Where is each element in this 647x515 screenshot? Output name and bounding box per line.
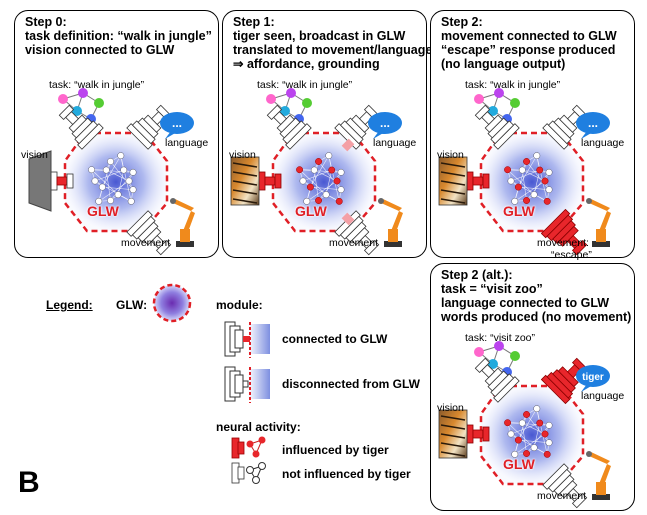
task-label: task: “walk in jungle” bbox=[465, 79, 561, 91]
movement-module bbox=[126, 210, 172, 256]
task-module bbox=[474, 357, 520, 403]
task-module bbox=[266, 104, 312, 150]
glw-label: GLW bbox=[503, 203, 535, 219]
legend-connected-module bbox=[224, 321, 270, 358]
legend-disconnected-module bbox=[224, 366, 270, 403]
language-module bbox=[334, 104, 380, 150]
task-module bbox=[474, 104, 520, 150]
title-line: Step 2: bbox=[441, 15, 483, 29]
task-module bbox=[58, 104, 104, 150]
task-label: task: “walk in jungle” bbox=[257, 79, 353, 91]
panel-step2alt: Step 2 (alt.):task = “visit zoo”language… bbox=[430, 263, 635, 511]
title-line: ⇒ affordance, grounding bbox=[233, 57, 380, 71]
speech-bubble bbox=[160, 112, 194, 134]
legend-not-influenced-neural bbox=[231, 462, 266, 484]
task-label: task: “visit zoo” bbox=[465, 332, 536, 344]
title-line: words produced (no movement) bbox=[441, 310, 632, 324]
task-label: task: “walk in jungle” bbox=[49, 79, 145, 91]
glw-diagram: ... bbox=[438, 88, 611, 256]
legend-influenced-neural bbox=[231, 436, 266, 459]
legend-connected: connected to GLW bbox=[282, 332, 388, 346]
title-line: “escape” response produced bbox=[441, 43, 616, 57]
title-line: Step 2 (alt.): bbox=[441, 268, 513, 282]
panel-letter: B bbox=[18, 466, 40, 499]
tiger-image bbox=[438, 156, 468, 206]
task-graph bbox=[266, 88, 312, 124]
glw-network bbox=[88, 152, 137, 205]
panel-title: Step 2:movement connected to GLW“escape”… bbox=[441, 15, 617, 71]
bubble-text: tiger bbox=[582, 372, 604, 383]
language-module bbox=[542, 104, 588, 150]
title-line: Step 1: bbox=[233, 15, 275, 29]
legend-influenced: influenced by tiger bbox=[282, 443, 389, 457]
robot-arm-icon bbox=[378, 198, 403, 247]
title-line: movement connected to GLW bbox=[441, 29, 617, 43]
legend-glw-label: GLW: bbox=[116, 298, 148, 312]
glw-label: GLW bbox=[503, 456, 535, 472]
speech-bubble bbox=[368, 112, 402, 134]
robot-arm-icon bbox=[586, 198, 611, 247]
movement-label: movement bbox=[329, 237, 379, 249]
title-line: language connected to GLW bbox=[441, 296, 610, 310]
movement-module bbox=[540, 208, 588, 256]
legend-not-influenced: not influenced by tiger bbox=[282, 467, 411, 481]
vision-screen bbox=[28, 150, 52, 212]
vision-label: vision bbox=[229, 149, 256, 161]
glw-network bbox=[296, 152, 345, 205]
language-label: language bbox=[373, 137, 417, 149]
legend-disconnected: disconnected from GLW bbox=[282, 377, 421, 391]
bubble-text: ... bbox=[172, 116, 182, 130]
title-line: task definition: “walk in jungle” bbox=[25, 29, 212, 43]
vision-label: vision bbox=[437, 402, 464, 414]
glw-diagram: tiger bbox=[438, 341, 611, 509]
speech-bubble bbox=[576, 112, 610, 134]
robot-arm-icon bbox=[586, 451, 611, 500]
legend-module-label: module: bbox=[216, 298, 263, 312]
panel-step0: Step 0:task definition: “walk in jungle”… bbox=[14, 10, 219, 258]
legend-neural-label: neural activity: bbox=[216, 420, 301, 434]
title-line: Step 0: bbox=[25, 15, 67, 29]
bubble-text: ... bbox=[588, 116, 598, 130]
title-line: vision connected to GLW bbox=[25, 43, 175, 57]
movement-label: movement: bbox=[537, 237, 589, 249]
language-label: language bbox=[165, 137, 209, 149]
title-line: task = “visit zoo” bbox=[441, 282, 543, 296]
tiger-image bbox=[438, 409, 468, 459]
glw-diagram: ... bbox=[28, 88, 195, 256]
movement-sub-label: “escape” bbox=[551, 249, 592, 261]
task-graph bbox=[474, 341, 520, 377]
glw-network bbox=[504, 152, 553, 205]
glw-diagram: ... bbox=[230, 88, 403, 256]
movement-label: movement bbox=[537, 490, 587, 502]
task-graph bbox=[58, 88, 104, 124]
glw-network bbox=[504, 405, 553, 458]
title-line: translated to movement/language bbox=[233, 43, 433, 57]
panel-title: Step 0:task definition: “walk in jungle”… bbox=[25, 15, 212, 57]
glw-label: GLW bbox=[87, 203, 119, 219]
language-label: language bbox=[581, 390, 625, 402]
task-graph bbox=[474, 88, 520, 124]
bubble-text: ... bbox=[380, 116, 390, 130]
language-module bbox=[126, 104, 172, 150]
tiger-image bbox=[230, 156, 260, 206]
language-label: language bbox=[581, 137, 625, 149]
panel-title: Step 2 (alt.):task = “visit zoo”language… bbox=[441, 268, 631, 324]
vision-label: vision bbox=[21, 149, 48, 161]
legend-title: Legend: bbox=[46, 298, 93, 312]
glw-label: GLW bbox=[295, 203, 327, 219]
legend-glw-disc bbox=[152, 283, 192, 323]
movement-module bbox=[542, 463, 588, 509]
speech-bubble bbox=[576, 365, 610, 387]
movement-label: movement bbox=[121, 237, 171, 249]
language-module bbox=[540, 357, 588, 405]
robot-arm-icon bbox=[170, 198, 195, 247]
title-line: (no language output) bbox=[441, 57, 566, 71]
title-line: tiger seen, broadcast in GLW bbox=[233, 29, 406, 43]
vision-label: vision bbox=[437, 149, 464, 161]
panel-step2: Step 2:movement connected to GLW“escape”… bbox=[430, 10, 635, 261]
